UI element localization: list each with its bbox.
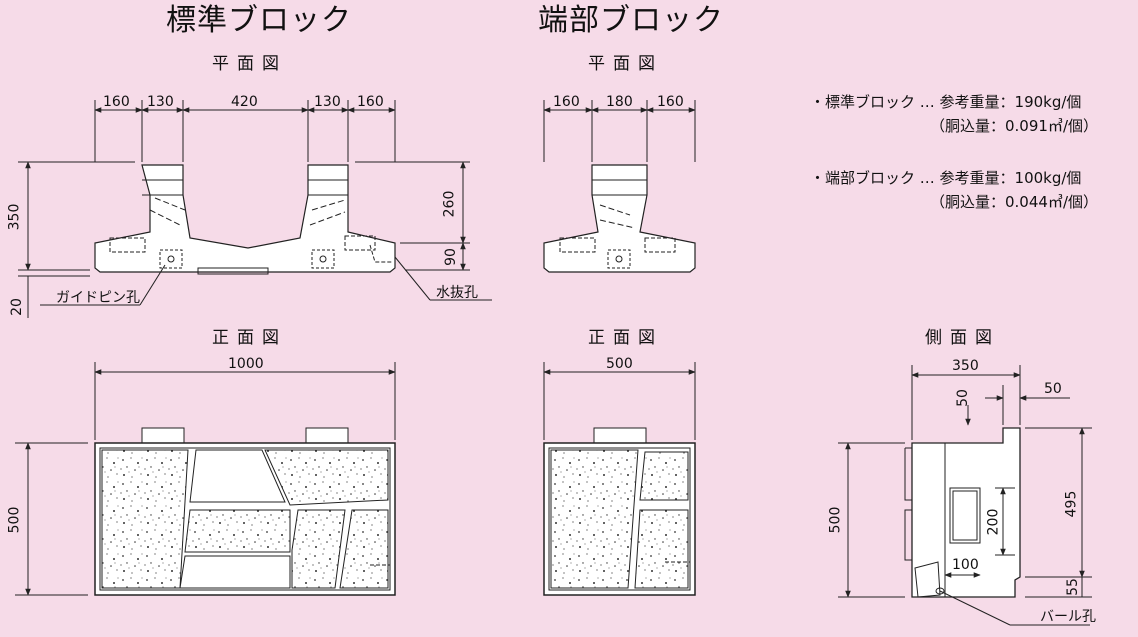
dim-std-20: 20 (8, 298, 25, 316)
dim-side-350: 350 (952, 358, 979, 374)
end-front-label: 正面図 (588, 328, 663, 348)
drain-hole-label: 水抜孔 (436, 285, 478, 301)
dim-side-50b: 50 (1044, 381, 1062, 397)
guide-pin-label: ガイドピン孔 (56, 290, 140, 306)
end-front-view (543, 362, 696, 596)
dim-std-90: 90 (442, 248, 459, 266)
end-block-title: 端部ブロック (538, 3, 724, 38)
side-view (838, 365, 1092, 626)
dim-side-55: 55 (1064, 578, 1081, 596)
dim-side-200: 200 (985, 508, 1002, 536)
dim-side-100: 100 (952, 557, 979, 573)
dim-end-180: 180 (606, 94, 633, 110)
dim-side-50a: 50 (954, 389, 971, 407)
side-view-label: 側面図 (925, 328, 1000, 348)
dim-std-1000: 1000 (228, 356, 264, 372)
dim-std-160b: 160 (357, 94, 384, 110)
note-standard-fill: （胴込量：0.091㎥/個） (930, 117, 1098, 135)
standard-plan-view (18, 100, 492, 318)
dim-end-160b: 160 (657, 94, 684, 110)
standard-plan-label: 平面図 (212, 54, 287, 74)
note-end-weight: ・端部ブロック … 参考重量：100kg/個 (810, 169, 1082, 187)
dim-std-130b: 130 (314, 94, 341, 110)
dim-std-260: 260 (441, 190, 458, 218)
dim-end-160a: 160 (553, 94, 580, 110)
dim-std-350: 350 (6, 203, 23, 231)
standard-block-title: 標準ブロック (166, 3, 352, 38)
standard-front-view (15, 362, 396, 596)
dim-side-495: 495 (1063, 490, 1080, 518)
dim-end-500: 500 (606, 356, 633, 372)
dim-std-500h: 500 (6, 506, 23, 534)
standard-front-label: 正面図 (212, 328, 287, 348)
note-end-fill: （胴込量：0.044㎥/個） (930, 193, 1098, 211)
dim-std-160a: 160 (103, 94, 130, 110)
dim-std-420: 420 (231, 94, 258, 110)
end-plan-view (543, 100, 696, 273)
dim-side-500: 500 (827, 506, 844, 534)
end-plan-label: 平面図 (588, 54, 663, 74)
dim-std-130a: 130 (147, 94, 174, 110)
bar-hole-label: バール孔 (1040, 609, 1096, 625)
note-standard-weight: ・標準ブロック … 参考重量：190kg/個 (810, 93, 1082, 111)
